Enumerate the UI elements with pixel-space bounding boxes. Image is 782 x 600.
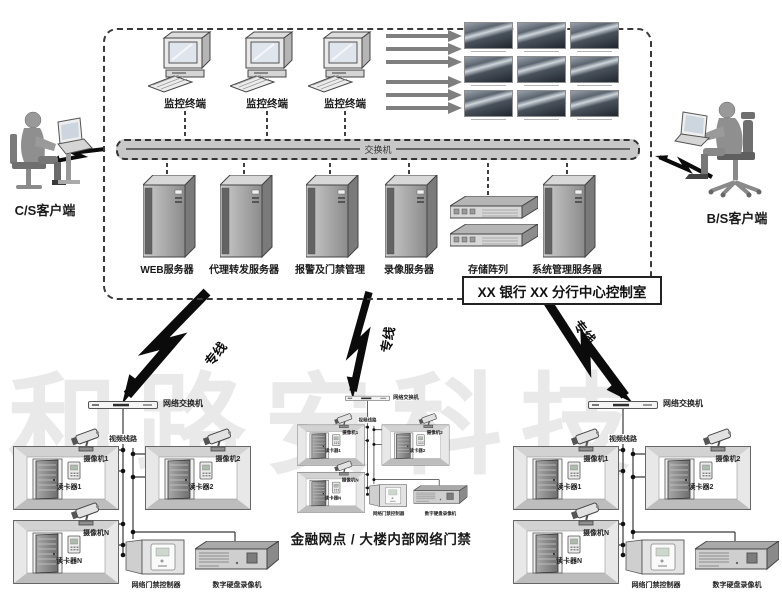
video-line-label: 视频线路 xyxy=(108,434,138,444)
reader-label: 读卡器N xyxy=(55,558,83,565)
monitor-wall-cell xyxy=(517,22,566,52)
branch-switch-icon xyxy=(588,401,658,409)
camera-label: 摄像机1 xyxy=(583,456,609,463)
alarm-server-icon xyxy=(306,175,360,259)
access-controller-icon xyxy=(369,484,409,508)
camera-label: 摄像机N xyxy=(341,478,359,483)
controller-label: 网络门禁控制器 xyxy=(372,511,405,517)
terminal-label: 监控终端 xyxy=(246,98,288,110)
proxy-server-icon xyxy=(220,175,274,259)
bs-client-label: B/S客户端 xyxy=(706,211,768,226)
server-label: 存储阵列 xyxy=(468,265,508,276)
video-wall xyxy=(464,22,624,120)
reader-label: 读卡器2 xyxy=(688,484,714,491)
dvr-label: 数字硬盘录像机 xyxy=(712,582,762,589)
cctv-camera-icon xyxy=(567,500,607,526)
recording-server-icon xyxy=(385,175,439,259)
server-label: WEB服务器 xyxy=(140,265,194,276)
dvr-icon xyxy=(414,485,468,504)
cctv-camera-icon xyxy=(332,459,358,476)
server-label: 录像服务器 xyxy=(384,265,434,276)
branch-switch-label: 网络交换机 xyxy=(163,399,203,408)
switch-bus: 交换机 xyxy=(116,139,640,160)
camera-label: 摄像机2 xyxy=(715,456,741,463)
control-room-title: XX 银行 XX 分行中心控制室 xyxy=(462,276,662,305)
web-server-icon xyxy=(143,175,197,259)
monitor-wall-cell xyxy=(464,90,513,120)
storage-array-icon xyxy=(450,196,538,220)
server-label: 报警及门禁管理 xyxy=(295,265,365,276)
reader-label: 读卡器2 xyxy=(188,484,214,491)
camera-label: 摄像机N xyxy=(582,530,610,537)
reader-label: 读卡器N xyxy=(324,496,342,501)
dvr-icon xyxy=(695,541,779,571)
reader-label: 读卡器1 xyxy=(324,448,341,454)
branch-switch-label: 网络交换机 xyxy=(663,399,703,408)
monitor-wall-cell xyxy=(517,90,566,120)
cctv-camera-icon xyxy=(67,426,107,452)
storage-array-icon xyxy=(450,224,538,248)
monitor-wall-cell xyxy=(570,90,619,120)
terminal-label: 监控终端 xyxy=(164,98,206,110)
cctv-camera-icon xyxy=(332,412,358,429)
video-line-label: 视频线路 xyxy=(357,416,378,424)
branch-switch-label: 网络交换机 xyxy=(393,394,419,401)
server-label: 系统管理服务器 xyxy=(532,265,602,276)
branch-switch-icon xyxy=(345,396,390,401)
terminal-label: 监控终端 xyxy=(324,98,366,110)
monitor-wall-cell xyxy=(570,22,619,52)
access-controller-icon xyxy=(625,539,687,577)
diagram-caption: 金融网点 / 大楼内部网络门禁 xyxy=(290,532,472,547)
cs-client-label: C/S客户端 xyxy=(14,203,76,218)
monitor-wall-cell xyxy=(570,56,619,86)
reader-label: 读卡器1 xyxy=(556,484,582,491)
monitor-wall-cell xyxy=(464,56,513,86)
camera-label: 摄像机N xyxy=(82,530,110,537)
dvr-icon xyxy=(195,541,279,571)
cctv-camera-icon xyxy=(699,426,739,452)
branch-switch-icon xyxy=(88,401,158,409)
branch-site-left: 网络交换机 视频线路 摄像机1 摄像机2 摄像机N 读卡器1 读卡器2 读卡器N… xyxy=(5,392,290,592)
reader-label: 读卡器1 xyxy=(56,484,82,491)
monitor-wall-cell xyxy=(464,22,513,52)
access-controller-icon xyxy=(125,539,187,577)
bs-client-person-icon xyxy=(665,98,775,198)
camera-label: 摄像机2 xyxy=(215,456,241,463)
cctv-camera-icon xyxy=(199,426,239,452)
camera-label: 摄像机1 xyxy=(342,430,359,436)
monitor-wall-cell xyxy=(517,56,566,86)
camera-label: 摄像机1 xyxy=(83,456,109,463)
dvr-label: 数字硬盘录像机 xyxy=(424,511,457,517)
switch-bus-label: 交换机 xyxy=(360,143,396,156)
workstation-icon xyxy=(148,30,222,94)
controller-label: 网络门禁控制器 xyxy=(631,582,681,589)
management-server-icon xyxy=(543,175,597,259)
dvr-label: 数字硬盘录像机 xyxy=(212,582,262,589)
branch-site-right: 网络交换机 视频线路 摄像机1 摄像机2 摄像机N 读卡器1 读卡器2 读卡器N… xyxy=(505,392,782,592)
controller-label: 网络门禁控制器 xyxy=(131,582,181,589)
branch-site-middle: 网络交换机 视频线路 摄像机1 摄像机2 摄像机N 读卡器1 读卡器2 读卡器N… xyxy=(292,390,474,518)
reader-label: 读卡器N xyxy=(555,558,583,565)
workstation-icon xyxy=(230,30,304,94)
server-label: 代理转发服务器 xyxy=(209,265,279,276)
camera-label: 摄像机2 xyxy=(426,430,443,436)
cs-client-person-icon xyxy=(0,104,100,204)
workstation-icon xyxy=(308,30,382,94)
cctv-camera-icon xyxy=(567,426,607,452)
video-line-label: 视频线路 xyxy=(608,434,638,444)
cctv-camera-icon xyxy=(416,412,442,429)
reader-label: 读卡器2 xyxy=(409,448,426,454)
cctv-camera-icon xyxy=(67,500,107,526)
